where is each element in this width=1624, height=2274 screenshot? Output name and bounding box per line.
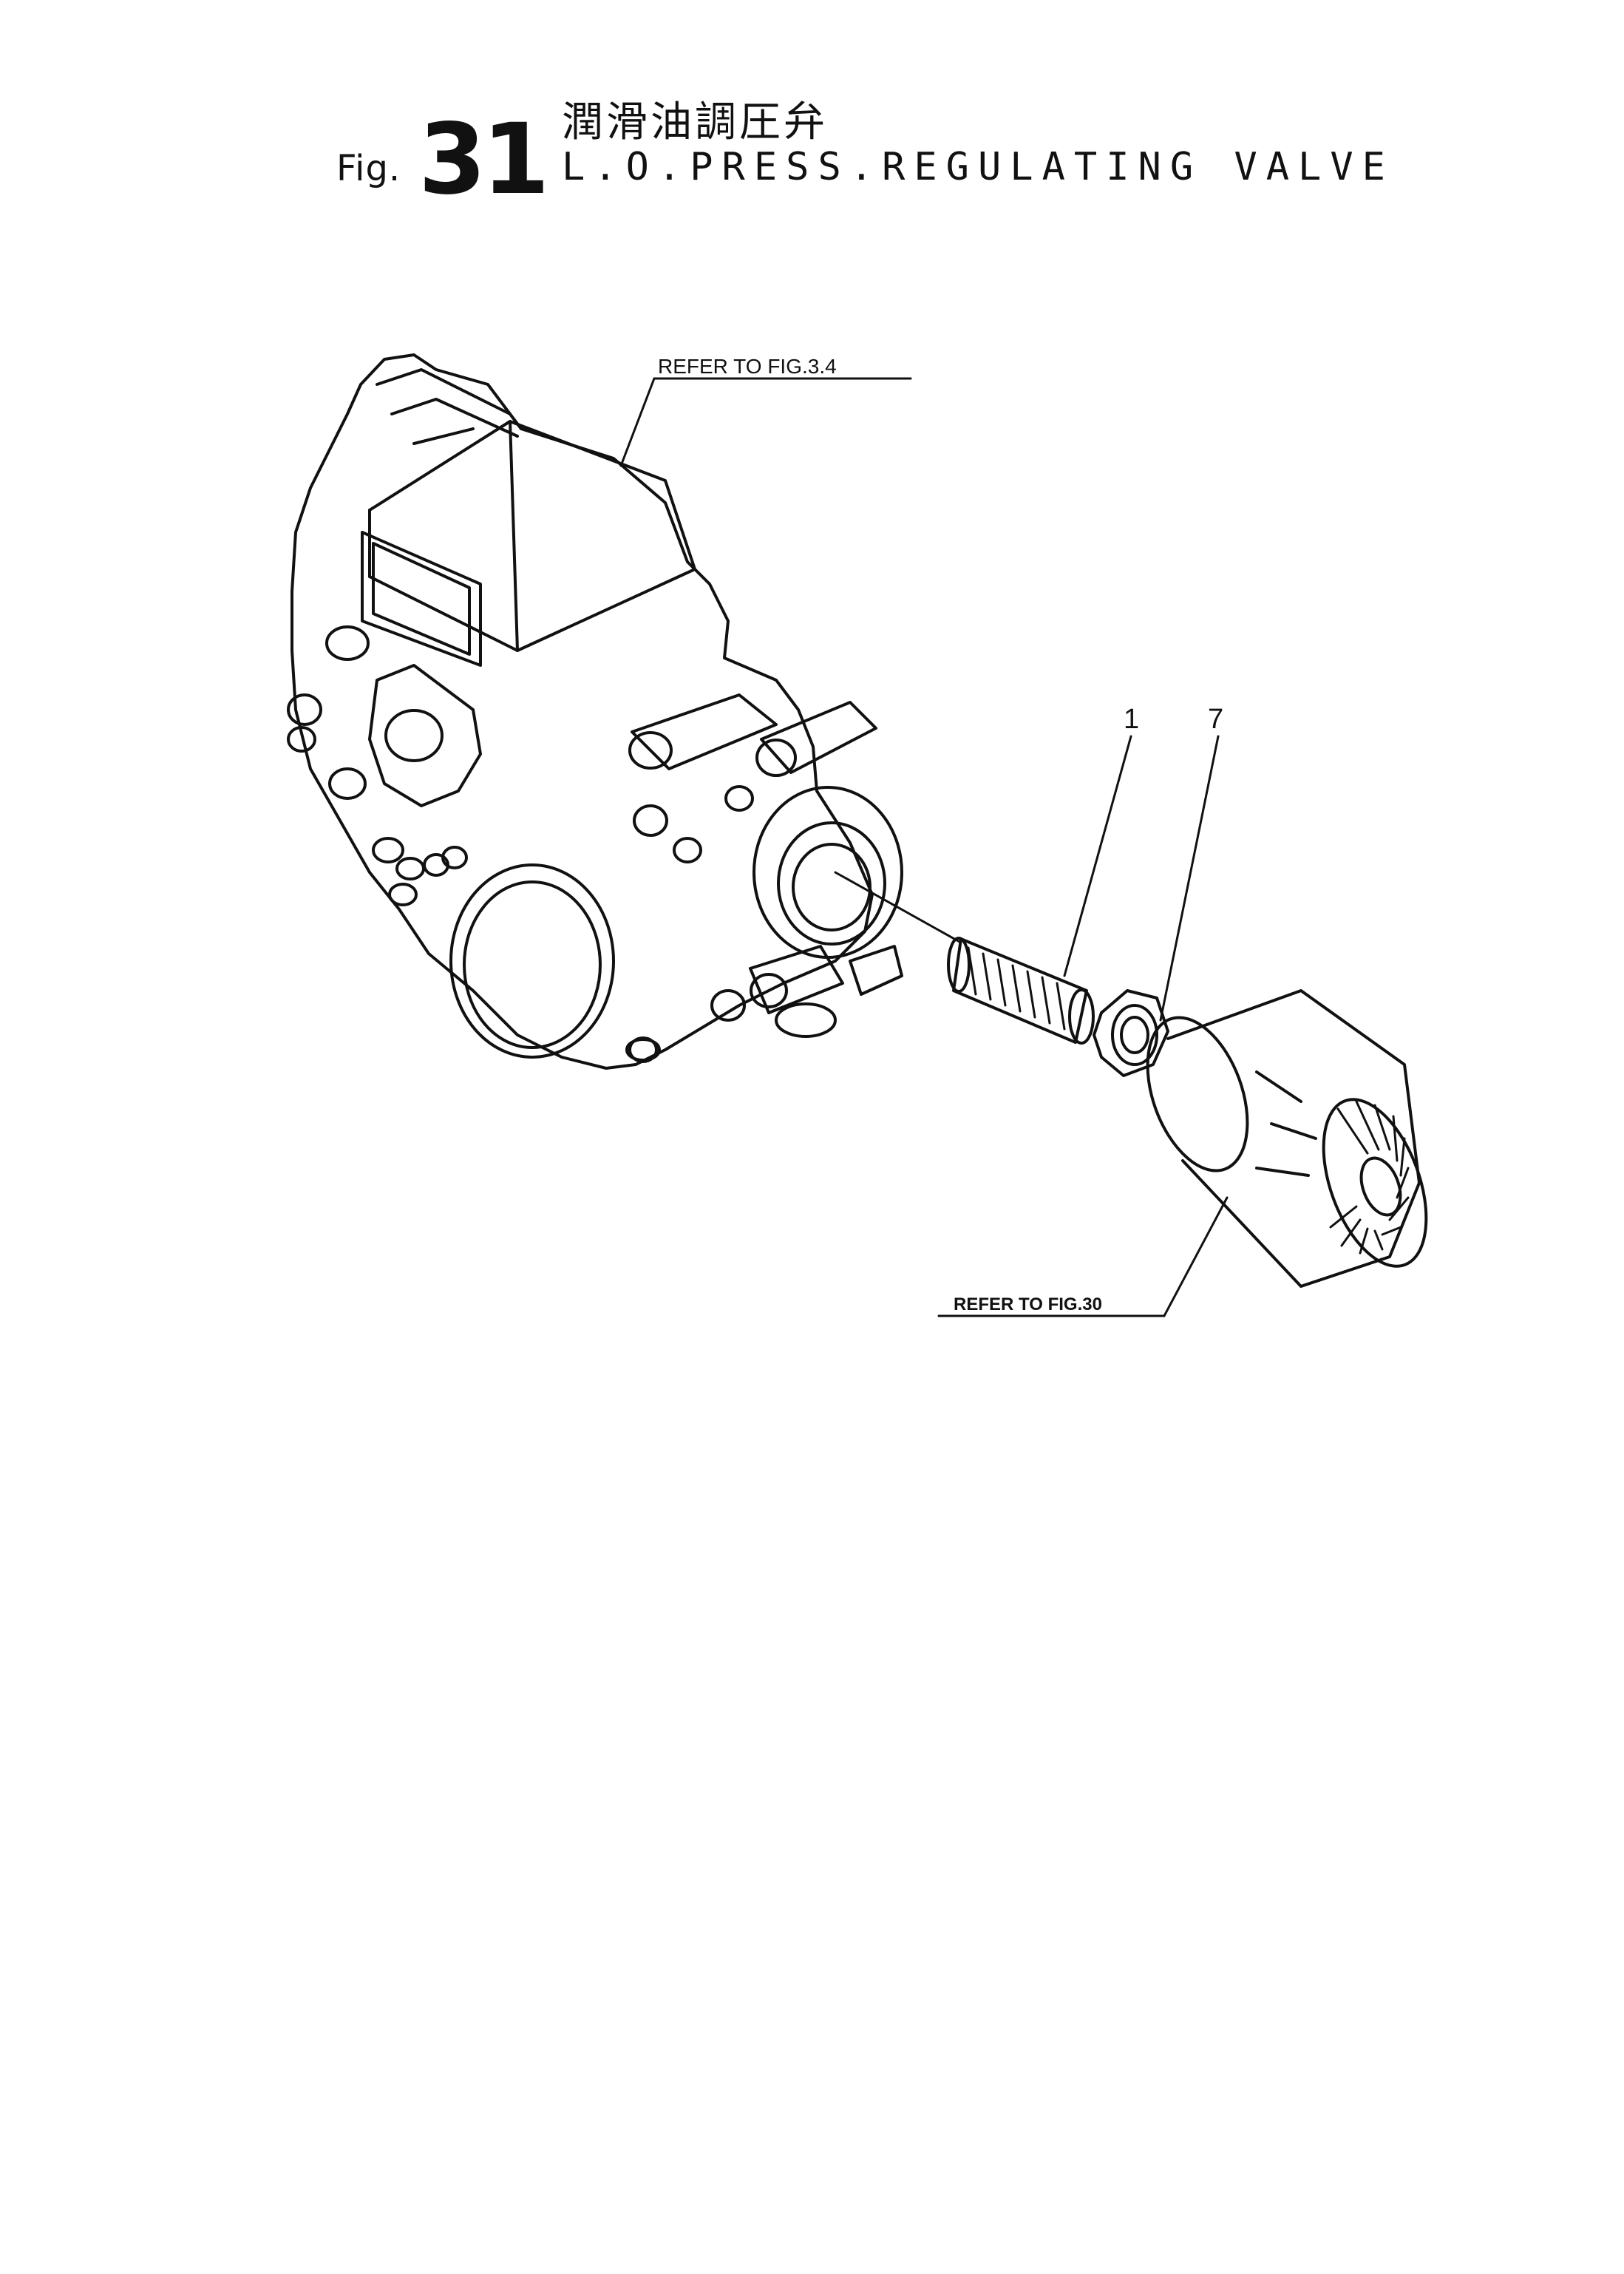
leader-line-upper (619, 377, 656, 467)
figure-prefix: Fig. (336, 148, 401, 189)
leader-line-part-1 (1063, 735, 1132, 977)
hex-nut-part (1093, 989, 1169, 1077)
gear-case-housing (287, 353, 903, 1070)
figure-number: 31 (418, 103, 550, 217)
oil-filter-cartridge (1146, 989, 1428, 1288)
leader-line-lower (1163, 1196, 1229, 1317)
refer-label-upper: REFER TO FIG.3.4 (658, 355, 837, 378)
title-japanese: 潤滑油調圧弁 (562, 98, 828, 146)
assembly-axis-line (834, 871, 962, 944)
callout-number-1: 1 (1124, 704, 1139, 735)
leader-line-part-7 (1159, 735, 1220, 1022)
callout-number-7: 7 (1208, 704, 1223, 735)
title-english: L.O.PRESS.REGULATING VALVE (562, 145, 1394, 189)
regulating-valve-part (947, 937, 1095, 1045)
figure-header: Fig. 31 潤滑油調圧弁 L.O.PRESS.REGULATING VALV… (0, 0, 1624, 217)
refer-label-lower: REFER TO FIG.30 (954, 1294, 1102, 1314)
